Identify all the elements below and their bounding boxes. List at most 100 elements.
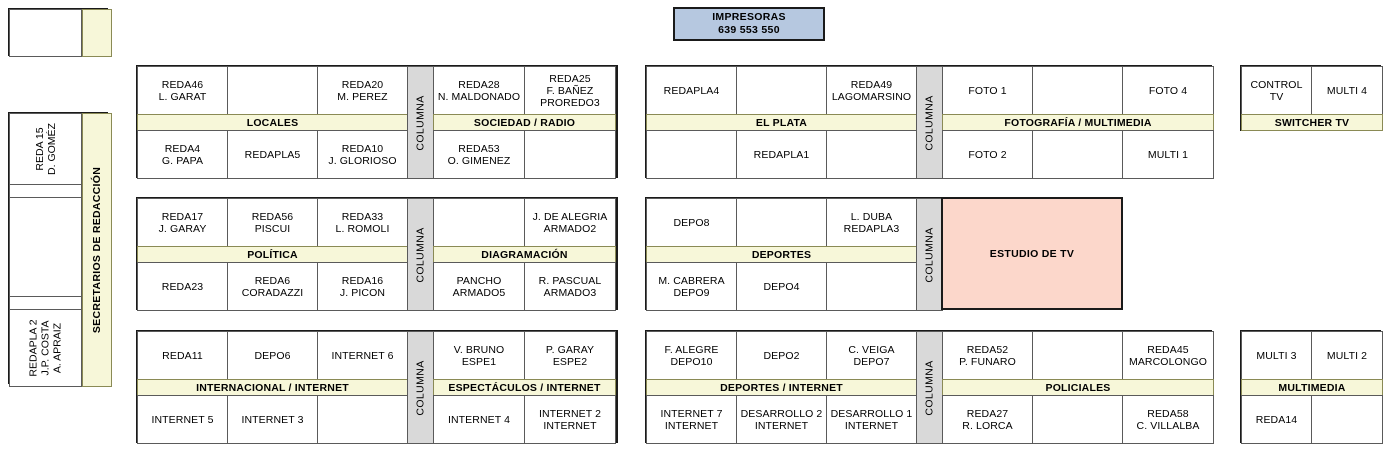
desk-empty-a1[interactable]: [227, 66, 318, 115]
desk-v-bruno[interactable]: V. BRUNO ESPE1: [433, 331, 525, 380]
estudio-de-tv[interactable]: ESTUDIO DE TV: [941, 197, 1123, 310]
desk-reda25[interactable]: REDA25 F. BAÑEZ PROREDO3: [524, 66, 616, 115]
desk-depo8[interactable]: DEPO8: [646, 198, 737, 247]
desk-reda49[interactable]: REDA49 LAGOMARSINO: [826, 66, 917, 115]
desk-control-tv[interactable]: CONTROL TV: [1241, 66, 1312, 115]
desk-multi3[interactable]: MULTI 3: [1241, 331, 1312, 380]
columna-d: COLUMNA: [407, 198, 434, 311]
desk-empty-d1[interactable]: [433, 198, 525, 247]
desk-empty-b2[interactable]: [646, 130, 737, 179]
desk-reda33[interactable]: REDA33 L. ROMOLI: [317, 198, 408, 247]
desk-foto1[interactable]: FOTO 1: [942, 66, 1033, 115]
desk-reda17[interactable]: REDA17 J. GARAY: [137, 198, 228, 247]
group-band-elplata: EL PLATA: [646, 114, 917, 131]
desk-reda16[interactable]: REDA16 J. PICON: [317, 262, 408, 311]
desk-reda45[interactable]: REDA45 MARCOLONGO: [1122, 331, 1214, 380]
desk-reda23[interactable]: REDA23: [137, 262, 228, 311]
block-deportes: DEPO8 L. DUBA REDAPLA3 DEPORTES M. CABRE…: [645, 197, 945, 311]
desk-reda52[interactable]: REDA52 P. FUNARO: [942, 331, 1033, 380]
desk-c-veiga[interactable]: C. VEIGA DEPO7: [826, 331, 917, 380]
group-band-diagramacion: DIAGRAMACIÓN: [433, 246, 616, 263]
desk-desarrollo1[interactable]: DESARROLLO 1 INTERNET: [826, 395, 917, 444]
desk-reda56[interactable]: REDA56 PISCUI: [227, 198, 318, 247]
desk-depo2[interactable]: DEPO2: [736, 331, 827, 380]
desk-empty-b4[interactable]: [1032, 66, 1123, 115]
group-band-politica: POLÍTICA: [137, 246, 408, 263]
desk-redapla4[interactable]: REDAPLA4: [646, 66, 737, 115]
desk-internet2[interactable]: INTERNET 2 INTERNET: [524, 395, 616, 444]
columna-b-label: COLUMNA: [923, 94, 936, 151]
columna-a-label: COLUMNA: [414, 94, 427, 151]
desk-empty-g2[interactable]: [1032, 395, 1123, 444]
desk-l-duba[interactable]: L. DUBA REDAPLA3: [826, 198, 917, 247]
desk-empty-e1[interactable]: [736, 198, 827, 247]
desk-redapla5[interactable]: REDAPLA5: [227, 130, 318, 179]
desk-reda46[interactable]: REDA46 L. GARAT: [137, 66, 228, 115]
sidebar-cell-reda15-label: REDA 15 D. GOMÉZ: [33, 123, 58, 175]
desk-depo4[interactable]: DEPO4: [736, 262, 827, 311]
desk-foto4[interactable]: FOTO 4: [1122, 66, 1214, 115]
printers-box: IMPRESORAS 639 553 550: [673, 7, 825, 41]
group-band-fotografia-multimedia: FOTOGRAFÍA / MULTIMEDIA: [942, 114, 1214, 131]
sidebar-top-cell-empty[interactable]: [9, 9, 82, 57]
columna-d-label: COLUMNA: [414, 226, 427, 283]
desk-internet4[interactable]: INTERNET 4: [433, 395, 525, 444]
group-band-switcher-tv: SWITCHER TV: [1241, 114, 1383, 131]
desk-reda6[interactable]: REDA6 CORADAZZI: [227, 262, 318, 311]
desk-reda10[interactable]: REDA10 J. GLORIOSO: [317, 130, 408, 179]
desk-f-alegre[interactable]: F. ALEGRE DEPO10: [646, 331, 737, 380]
group-band-policiales: POLICIALES: [942, 379, 1214, 396]
desk-r-pascual[interactable]: R. PASCUAL ARMADO3: [524, 262, 616, 311]
sidebar-cell-3[interactable]: [9, 197, 82, 297]
desk-reda14[interactable]: REDA14: [1241, 395, 1312, 444]
desk-reda28[interactable]: REDA28 N. MALDONADO: [433, 66, 525, 115]
columna-g-label: COLUMNA: [923, 359, 936, 416]
block-elplata-foto: REDAPLA4 REDA49 LAGOMARSINO EL PLATA RED…: [645, 65, 1214, 179]
desk-reda4[interactable]: REDA4 G. PAPA: [137, 130, 228, 179]
desk-j-de-alegria[interactable]: J. DE ALEGRIA ARMADO2: [524, 198, 616, 247]
desk-empty-b1[interactable]: [736, 66, 827, 115]
desk-multi4[interactable]: MULTI 4: [1311, 66, 1383, 115]
desk-multi2[interactable]: MULTI 2: [1311, 331, 1383, 380]
group-band-espectaculos-internet: ESPECTÁCULOS / INTERNET: [433, 379, 616, 396]
desk-desarrollo2[interactable]: DESARROLLO 2 INTERNET: [736, 395, 827, 444]
columna-e: COLUMNA: [916, 198, 943, 311]
desk-depo6[interactable]: DEPO6: [227, 331, 318, 380]
desk-foto2[interactable]: FOTO 2: [942, 130, 1033, 179]
desk-reda27[interactable]: REDA27 R. LORCA: [942, 395, 1033, 444]
desk-reda53[interactable]: REDA53 O. GIMENEZ: [433, 130, 525, 179]
columna-g: COLUMNA: [916, 331, 943, 444]
desk-empty-b3[interactable]: [826, 130, 917, 179]
desk-internet7[interactable]: INTERNET 7 INTERNET: [646, 395, 737, 444]
desk-empty-e2[interactable]: [826, 262, 917, 311]
desk-empty-h1[interactable]: [1311, 395, 1383, 444]
desk-empty-f1[interactable]: [317, 395, 408, 444]
desk-p-garay[interactable]: P. GARAY ESPE2: [524, 331, 616, 380]
desk-empty-a2[interactable]: [524, 130, 616, 179]
desk-reda58[interactable]: REDA58 C. VILLALBA: [1122, 395, 1214, 444]
desk-internet6[interactable]: INTERNET 6: [317, 331, 408, 380]
sidebar-cell-4[interactable]: [9, 296, 82, 310]
desk-empty-b5[interactable]: [1032, 130, 1123, 179]
sidebar-secretarios-band-label: SECRETARIOS DE REDACCIÓN: [91, 166, 103, 334]
sidebar-cell-redapla2[interactable]: REDAPLA 2 J.P. COSTA A. APRAIZ: [9, 309, 82, 387]
desk-internet3[interactable]: INTERNET 3: [227, 395, 318, 444]
sidebar-secretarios-box: REDA 15 D. GOMÉZ REDAPLA 2 J.P. COSTA A.…: [8, 112, 112, 387]
desk-reda11[interactable]: REDA11: [137, 331, 228, 380]
sidebar-cell-reda15[interactable]: REDA 15 D. GOMÉZ: [9, 113, 82, 185]
desk-multi1[interactable]: MULTI 1: [1122, 130, 1214, 179]
columna-b: COLUMNA: [916, 66, 943, 179]
block-internacional-espectaculos: REDA11 DEPO6 INTERNET 6 INTERNACIONAL / …: [136, 330, 618, 444]
desk-redapla1[interactable]: REDAPLA1: [736, 130, 827, 179]
desk-empty-g1[interactable]: [1032, 331, 1123, 380]
desk-pancho[interactable]: PANCHO ARMADO5: [433, 262, 525, 311]
group-band-deportes: DEPORTES: [646, 246, 917, 263]
desk-internet5[interactable]: INTERNET 5: [137, 395, 228, 444]
sidebar-cell-2[interactable]: [9, 184, 82, 198]
desk-reda20[interactable]: REDA20 M. PEREZ: [317, 66, 408, 115]
desk-m-cabrera[interactable]: M. CABRERA DEPO9: [646, 262, 737, 311]
printers-numbers: 639 553 550: [718, 24, 780, 36]
columna-f-label: COLUMNA: [414, 359, 427, 416]
sidebar-top-box: [8, 8, 112, 57]
columna-a: COLUMNA: [407, 66, 434, 179]
